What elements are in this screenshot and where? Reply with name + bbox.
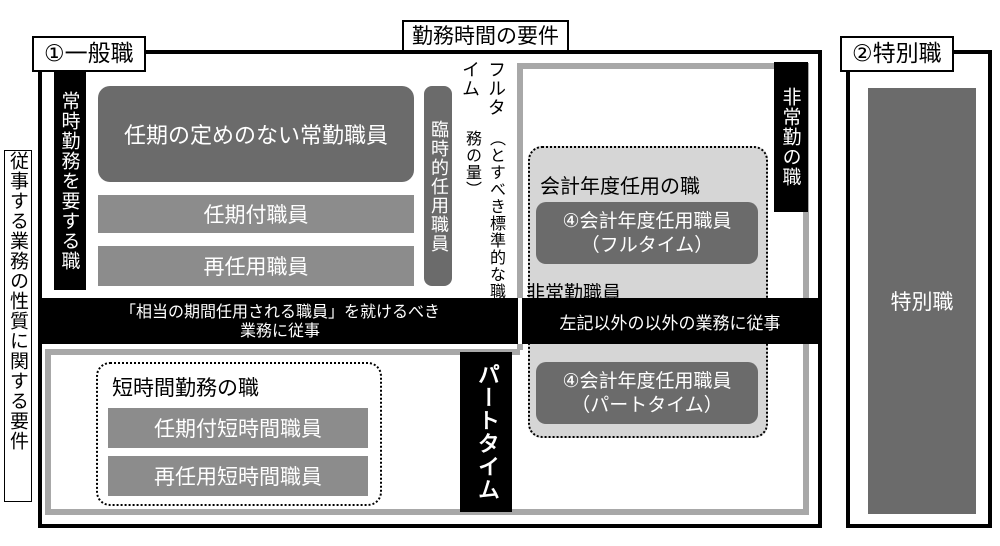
fiscal-part-time-box: ④会計年度任用職員 （パートタイム） bbox=[536, 362, 758, 424]
duty-band-left-line1: 「相当の期間任用される職員」を就けるべき bbox=[119, 302, 440, 321]
fiscal-full-time-line1: ④会計年度任用職員 bbox=[562, 210, 732, 232]
short-reappointed-bar: 再任用短時間職員 bbox=[108, 456, 368, 496]
regular-permanent-staff-box: 任期の定めのない常勤職員 bbox=[98, 86, 414, 182]
reappointed-staff-bar: 再任用職員 bbox=[98, 246, 414, 286]
work-hours-requirement-label: 勤務時間の要件 bbox=[402, 20, 569, 52]
fiscal-part-time-line1: ④会計年度任用職員 bbox=[562, 370, 732, 392]
general-service-frame bbox=[38, 50, 822, 528]
temporary-appointee-column: 臨時的任用職員 bbox=[424, 86, 452, 286]
special-service-box: 特別職 bbox=[868, 88, 976, 514]
full-time-axis-note: （とすべき標準的な職務の量） bbox=[463, 129, 506, 300]
part-time-axis-label: パートタイム bbox=[460, 352, 512, 512]
duty-nature-requirement-label: 従事する業務の性質に関する要件 bbox=[4, 150, 32, 502]
duty-band-left: 「相当の期間任用される職員」を就けるべき 業務に従事 bbox=[42, 298, 518, 344]
fiscal-year-appointment-title: 会計年度任用の職 bbox=[540, 174, 700, 198]
duty-band-left-line2: 業務に従事 bbox=[239, 321, 320, 340]
full-time-axis-label: フルタイム （とすべき標準的な職務の量） bbox=[459, 60, 508, 300]
regular-duty-column: 常時勤務を要する職 bbox=[54, 72, 86, 290]
fiscal-full-time-line2: （フルタイム） bbox=[580, 234, 714, 256]
duty-band-right: 左記以外の以外の業務に従事 bbox=[522, 298, 818, 344]
fixed-term-staff-bar: 任期付職員 bbox=[98, 195, 414, 233]
general-service-title: ①一般職 bbox=[32, 36, 146, 72]
duty-band-divider bbox=[518, 298, 522, 344]
short-time-title: 短時間勤務の職 bbox=[112, 376, 259, 400]
fiscal-full-time-box: ④会計年度任用職員 （フルタイム） bbox=[536, 202, 758, 264]
fiscal-part-time-line2: （パートタイム） bbox=[571, 394, 723, 416]
special-service-title: ②特別職 bbox=[840, 36, 954, 72]
full-time-axis-title: フルタイム bbox=[459, 60, 506, 117]
nonregular-duty-column: 非常勤の職 bbox=[774, 62, 808, 212]
short-fixed-term-bar: 任期付短時間職員 bbox=[108, 408, 368, 448]
